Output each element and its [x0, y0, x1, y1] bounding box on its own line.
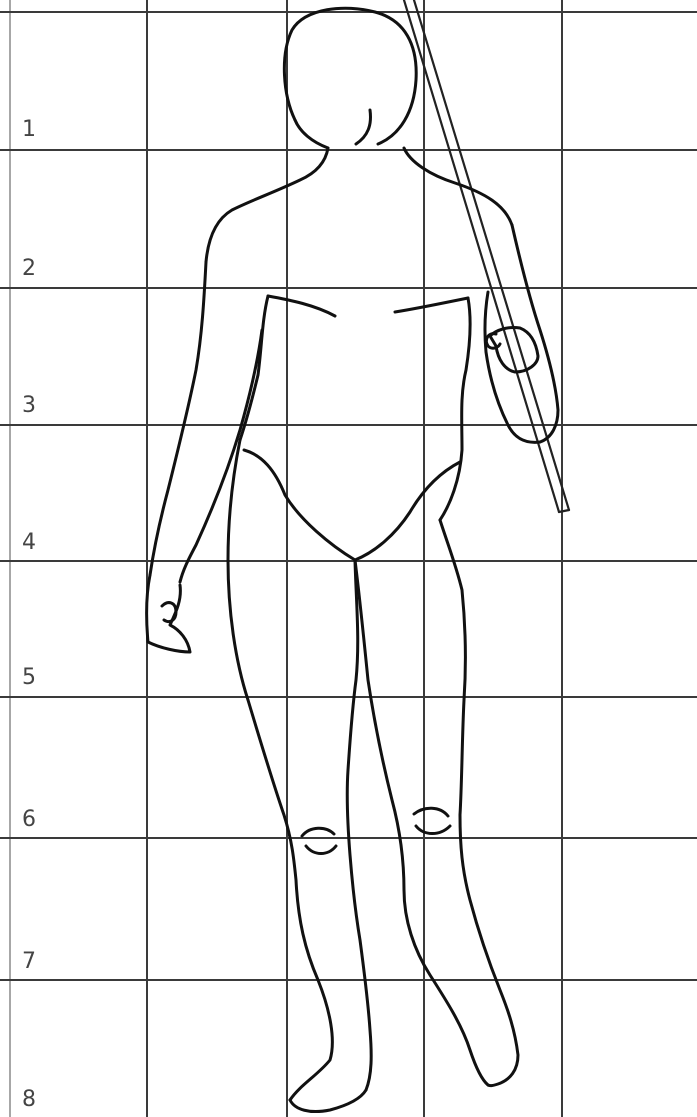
head-outline — [284, 8, 416, 144]
row-label-8: 8 — [22, 1087, 36, 1112]
human-figure-outline — [147, 8, 558, 1111]
row-label-5: 5 — [22, 665, 36, 690]
right-knee — [414, 808, 450, 833]
staff-rail-left — [404, 0, 559, 512]
left-leg-inner — [347, 560, 371, 1090]
left-leg-outer — [228, 440, 332, 1100]
row-label-3: 3 — [22, 393, 36, 418]
right-arm-outer — [512, 225, 558, 442]
left-foot — [290, 1090, 366, 1112]
row-label-4: 4 — [22, 530, 36, 555]
row-labels: 1 2 3 4 5 6 7 8 — [22, 117, 36, 1112]
staff-tip — [559, 510, 569, 512]
row-label-1: 1 — [22, 117, 36, 142]
left-hand-fingers — [162, 603, 176, 622]
row-label-2: 2 — [22, 256, 36, 281]
row-label-6: 6 — [22, 807, 36, 832]
chest-line-left — [268, 296, 335, 316]
chest-line-right — [395, 298, 468, 312]
neck-right-shoulder — [404, 148, 512, 225]
left-arm-inner — [180, 330, 262, 582]
grid-vertical-lines — [10, 0, 562, 1117]
torso-right-side — [440, 298, 470, 520]
staff-rail-right — [414, 0, 569, 510]
left-hand — [147, 575, 190, 652]
briefs-outline — [244, 450, 460, 560]
neck-left-shoulder — [206, 148, 328, 262]
right-leg-inner — [355, 560, 488, 1085]
row-label-7: 7 — [22, 949, 36, 974]
left-knee — [302, 828, 336, 853]
left-arm-outer — [150, 262, 206, 575]
right-leg-outer — [440, 520, 518, 1086]
jaw-outline — [295, 120, 328, 148]
staff — [404, 0, 569, 512]
ear-line — [356, 110, 370, 144]
